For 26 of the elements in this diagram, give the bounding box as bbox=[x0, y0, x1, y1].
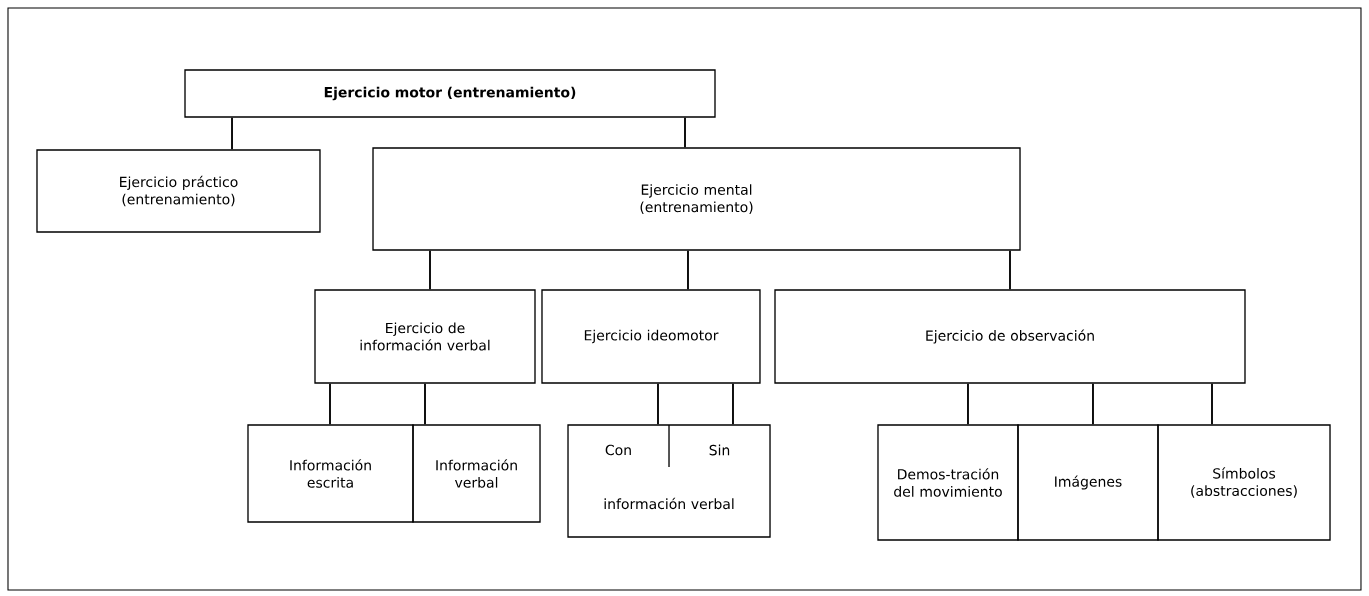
box: Ejercicio mental (entrenamiento) bbox=[372, 147, 1021, 251]
box: Imágenes bbox=[1017, 424, 1159, 541]
connector-line bbox=[1211, 382, 1213, 426]
box: Información verbal bbox=[412, 424, 541, 523]
box-label: Con bbox=[605, 444, 631, 456]
box-label: Sin bbox=[709, 444, 730, 456]
connector-line bbox=[732, 382, 734, 426]
connector-line bbox=[329, 382, 331, 426]
box-label: información verbal bbox=[604, 497, 734, 510]
box: Ejercicio de información verbal bbox=[314, 289, 536, 384]
connector-line bbox=[231, 116, 233, 151]
box: Ejercicio ideomotor bbox=[541, 289, 761, 384]
box: Ejercicio motor (entrenamiento) bbox=[184, 69, 716, 118]
connector-line bbox=[657, 382, 659, 426]
box: Información escrita bbox=[247, 424, 414, 523]
connector-line bbox=[1009, 249, 1011, 291]
box: Ejercicio de observación bbox=[774, 289, 1246, 384]
box: Ejercicio práctico (entrenamiento) bbox=[36, 149, 321, 233]
connector-line bbox=[424, 382, 426, 426]
connector-line bbox=[687, 249, 689, 291]
box: Demos-tración del movimiento bbox=[877, 424, 1019, 541]
connector-line bbox=[684, 116, 686, 149]
connector-line bbox=[1092, 382, 1094, 426]
box: Símbolos (abstracciones) bbox=[1157, 424, 1331, 541]
connector-line bbox=[429, 249, 431, 291]
connector-line bbox=[967, 382, 969, 426]
